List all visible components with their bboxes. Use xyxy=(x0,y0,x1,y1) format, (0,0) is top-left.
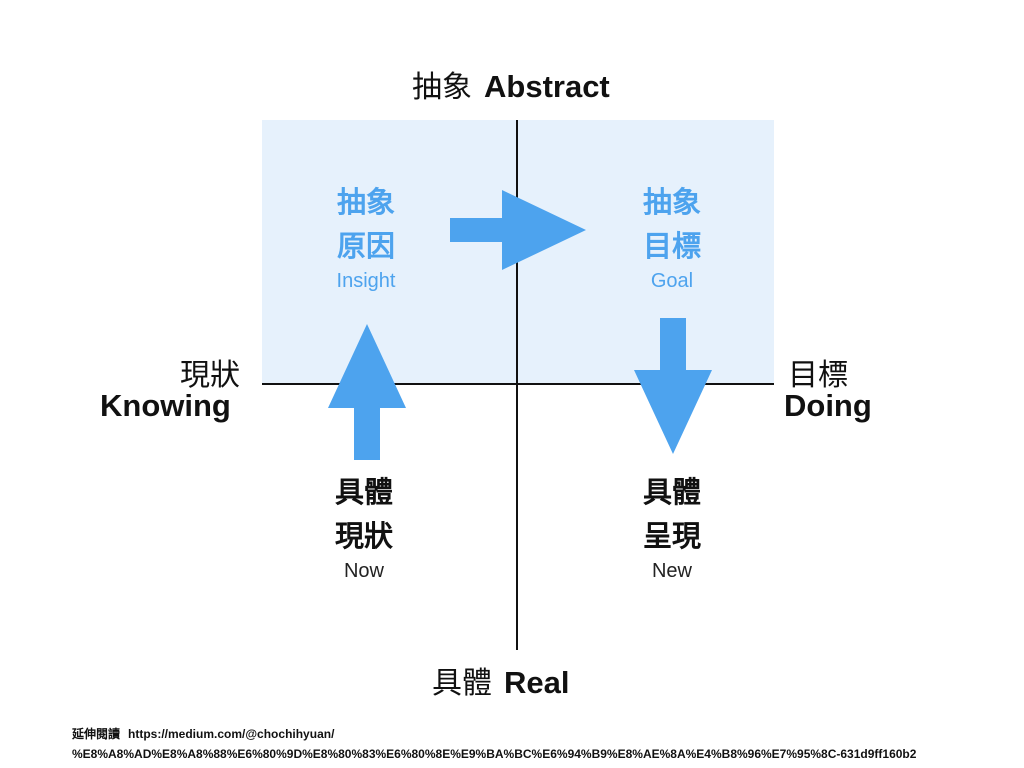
quadrant-insight-line2: 原因 xyxy=(336,229,395,263)
quadrant-insight: 抽象 原因 Insight xyxy=(296,180,436,293)
quadrant-new: 具體 呈現 New xyxy=(602,470,742,583)
axis-right-cjk: 目標 xyxy=(788,358,848,393)
arrow-up-icon xyxy=(328,324,406,460)
axis-top-en: Abstract xyxy=(484,69,610,104)
footer-url-line2[interactable]: %E8%A8%AD%E8%A8%88%E6%80%9D%E8%80%83%E6%… xyxy=(72,747,917,761)
quadrant-now-line1: 具體 xyxy=(334,475,393,509)
quadrant-insight-en: Insight xyxy=(336,270,396,292)
horizontal-axis xyxy=(262,383,774,385)
footer-label: 延伸閱讀 xyxy=(72,727,121,741)
footer-line1: 延伸閱讀 https://medium.com/@chochihyuan/ xyxy=(72,724,916,744)
footer-url-line1[interactable]: https://medium.com/@chochihyuan/ xyxy=(128,727,335,741)
axis-left-cjk: 現狀 xyxy=(180,358,240,393)
quadrant-insight-line1: 抽象 xyxy=(336,185,395,219)
vertical-axis xyxy=(516,120,518,650)
quadrant-goal-line2: 目標 xyxy=(642,229,701,263)
axis-bottom-cjk: 具體 xyxy=(432,666,492,701)
axis-bottom-en: Real xyxy=(504,665,570,700)
axis-left-en: Knowing xyxy=(100,388,231,423)
quadrant-goal-line1: 抽象 xyxy=(642,185,701,219)
quadrant-new-en: New xyxy=(651,560,692,582)
quadrant-new-line1: 具體 xyxy=(642,475,701,509)
quadrant-now: 具體 現狀 Now xyxy=(294,470,434,583)
arrow-down-icon xyxy=(634,318,712,454)
axis-bottom-label: 具體 Real xyxy=(432,658,569,702)
quadrant-goal-en: Goal xyxy=(650,270,694,292)
axis-top-label: 抽象 Abstract xyxy=(412,62,610,106)
footer-reference: 延伸閱讀 https://medium.com/@chochihyuan/ %E8… xyxy=(72,724,916,764)
arrow-right-icon xyxy=(450,190,586,270)
quadrant-new-line2: 呈現 xyxy=(642,519,701,553)
axis-top-cjk: 抽象 xyxy=(412,70,472,105)
quadrant-now-line2: 現狀 xyxy=(334,519,393,553)
axis-right-en: Doing xyxy=(784,388,872,423)
quadrant-now-en: Now xyxy=(343,560,384,582)
quadrant-goal: 抽象 目標 Goal xyxy=(602,180,742,293)
